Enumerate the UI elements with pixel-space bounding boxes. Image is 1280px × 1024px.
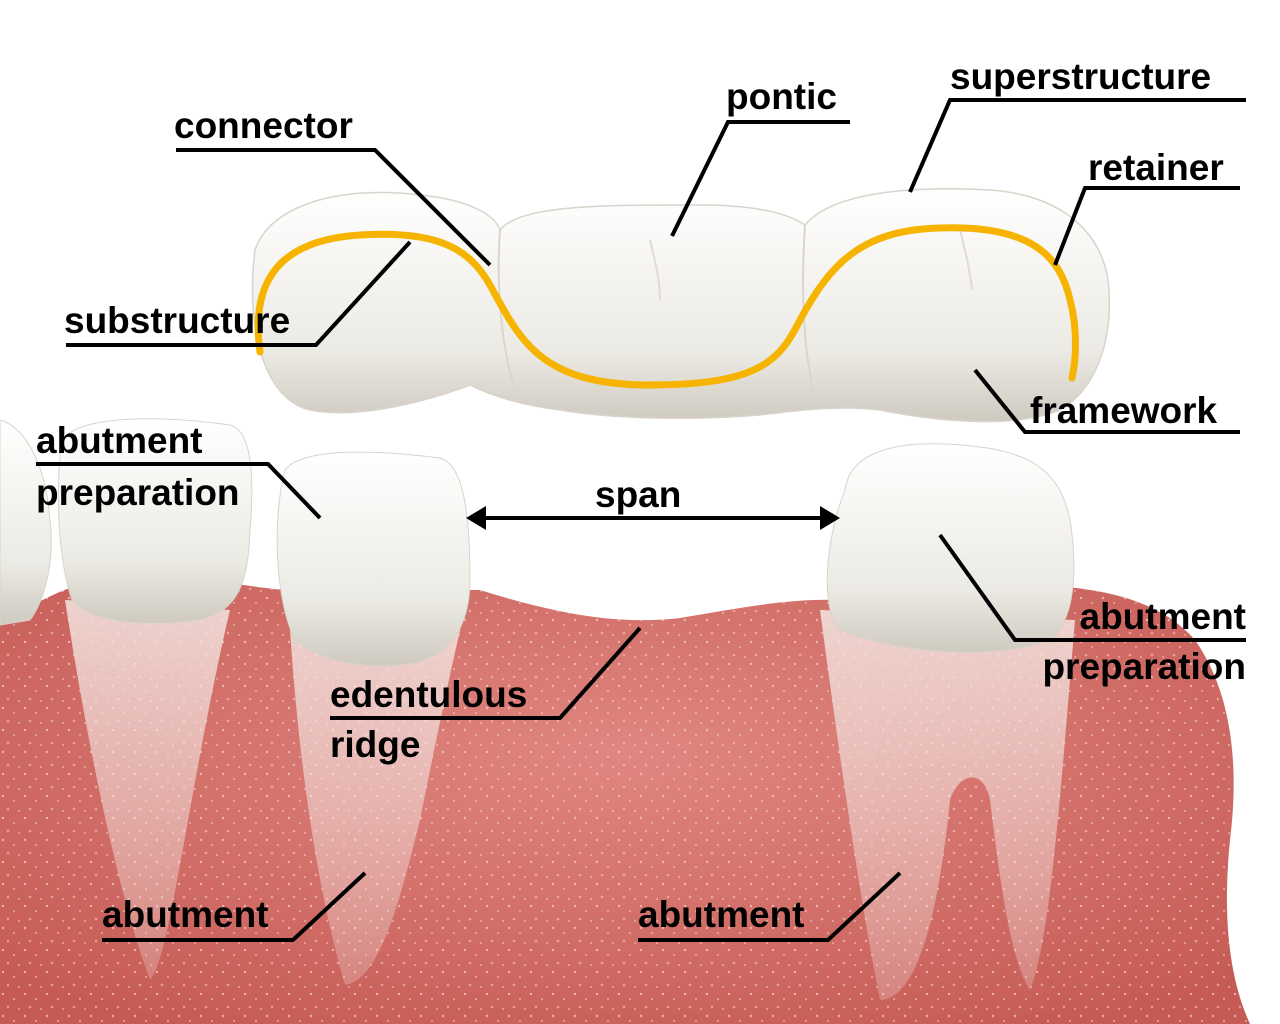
leader-pontic — [670, 120, 850, 237]
label-retainer: retainer — [1088, 147, 1224, 188]
leader-superstructure — [908, 98, 1246, 193]
leader-abutment-preparation-right — [938, 533, 1246, 642]
label-abutment-preparation-right-line2: preparation — [1042, 646, 1246, 687]
span-arrow — [466, 506, 840, 530]
leader-edentulous-ridge — [330, 626, 642, 720]
leader-abutment-left — [102, 871, 367, 942]
leader-framework — [973, 368, 1240, 434]
leader-connector — [176, 148, 492, 267]
label-edentulous-ridge-line1: edentulous — [330, 674, 528, 715]
label-span: span — [595, 474, 682, 515]
label-connector: connector — [174, 105, 353, 146]
label-abutment-right: abutment — [638, 894, 805, 935]
leader-abutment-right — [638, 871, 902, 942]
label-framework: framework — [1030, 390, 1218, 431]
label-edentulous-ridge-line2: ridge — [330, 724, 421, 765]
label-abutment-preparation-left-line1: abutment — [36, 420, 203, 461]
leader-retainer — [1053, 186, 1240, 266]
label-substructure: substructure — [64, 300, 291, 341]
leader-substructure — [66, 240, 412, 347]
label-abutment-left: abutment — [102, 894, 269, 935]
label-abutment-preparation-left-line2: preparation — [36, 472, 240, 513]
leader-abutment-preparation-left — [36, 462, 322, 520]
roots — [65, 600, 1075, 1000]
substructure-line — [254, 224, 1079, 389]
bridge — [251, 188, 1111, 423]
label-pontic: pontic — [726, 76, 837, 117]
leader-lines — [36, 98, 1246, 942]
lower-teeth — [0, 418, 1075, 667]
label-abutment-preparation-right-line1: abutment — [1079, 596, 1247, 637]
label-superstructure: superstructure — [950, 56, 1212, 97]
